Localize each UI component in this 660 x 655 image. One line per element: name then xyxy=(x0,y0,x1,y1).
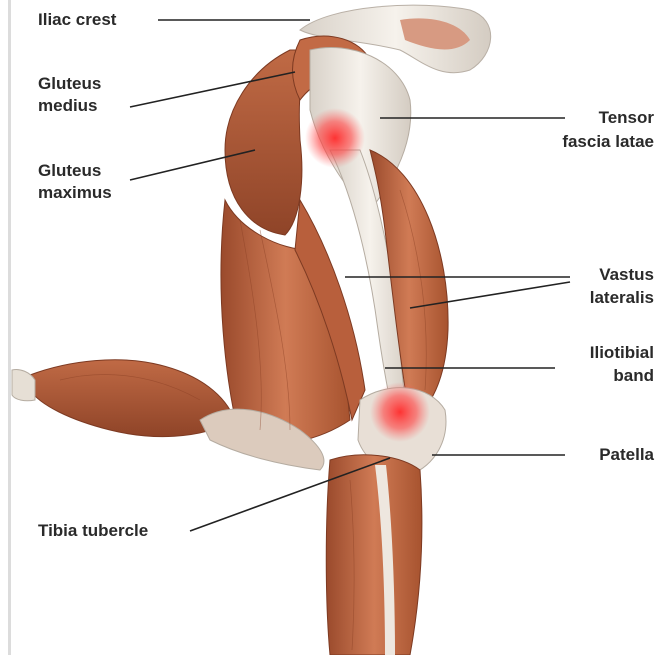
label-vastus-line1: Vastus xyxy=(599,264,654,285)
label-vastus-line2: lateralis xyxy=(590,287,654,308)
label-itb-line1: Iliotibial xyxy=(590,342,654,363)
label-tensor-line1: Tensor xyxy=(599,107,654,128)
label-gluteus-maximus-line1: Gluteus xyxy=(38,160,101,181)
label-gluteus-medius-line1: Gluteus xyxy=(38,73,101,94)
label-iliac-crest: Iliac crest xyxy=(38,9,116,30)
label-patella: Patella xyxy=(599,444,654,465)
label-gluteus-maximus-line2: maximus xyxy=(38,182,112,203)
label-gluteus-medius-line2: medius xyxy=(38,95,98,116)
label-tibia-tubercle: Tibia tubercle xyxy=(38,520,148,541)
pain-spot-knee xyxy=(370,382,430,442)
label-itb-line2: band xyxy=(613,365,654,386)
frame-border xyxy=(8,0,11,655)
pain-spot-hip xyxy=(305,108,365,168)
tibialis-anterior xyxy=(326,455,422,655)
label-tensor-line2: fascia latae xyxy=(562,131,654,152)
